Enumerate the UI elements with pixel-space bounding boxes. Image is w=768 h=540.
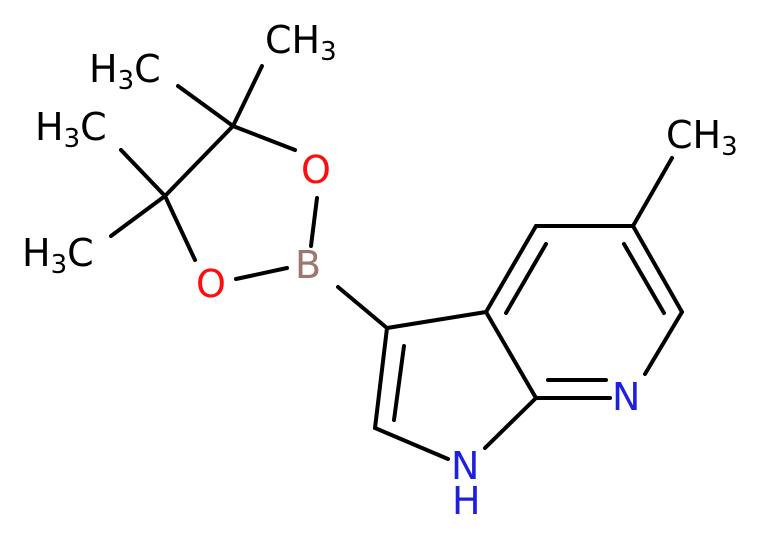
bonds <box>109 64 684 461</box>
methyl-label-top: CH3 <box>265 18 337 67</box>
bond-c2-methyl-lower <box>109 194 167 238</box>
bond-c2p-n1 <box>373 426 450 461</box>
bond-o1-b <box>309 196 319 248</box>
bond-c1-methyl-left <box>176 84 235 128</box>
bond-c3a-c4 <box>484 224 538 314</box>
bond-c5-c6-inner <box>622 242 666 315</box>
bond-c1-c2 <box>163 124 235 198</box>
bond-b-c3 <box>336 285 389 330</box>
oxygen-label-bottom: O <box>196 262 226 306</box>
oxygen-label-top: O <box>301 148 331 192</box>
methyl-label-middle-left: H3C <box>35 105 107 154</box>
bond-n1-c7a <box>483 396 538 450</box>
bond-c1-o1 <box>231 124 297 152</box>
methyl-label-lower-left: H3C <box>22 231 94 280</box>
pyrrole-h-label: H <box>452 479 481 523</box>
bond-c3-c2p <box>373 326 389 430</box>
methyl-label-right: CH3 <box>666 113 738 162</box>
bond-o2-b <box>234 266 289 281</box>
bond-c3-c2p-inner <box>392 344 406 422</box>
atom-labels: CH3 H3C H3C H3C CH3 O O B N N H <box>22 18 738 523</box>
methyl-label-upper-left: H3C <box>89 47 161 96</box>
bond-c3-c3a <box>385 310 488 330</box>
bond-c3a-c7a <box>484 310 538 400</box>
pyridine-nitrogen-label: N <box>612 375 640 419</box>
bond-c5-c6 <box>631 224 684 314</box>
boron-label: B <box>295 243 321 287</box>
bond-c5-methyl <box>631 156 674 228</box>
pyrrole-n-label: N <box>451 444 479 488</box>
bond-c6-n7 <box>643 310 684 376</box>
bond-c2-o2 <box>163 194 197 262</box>
bond-c3a-c4-inner <box>504 242 548 315</box>
bond-c1-methyl-top <box>231 64 264 128</box>
bond-c2-methyl-upper <box>119 148 167 198</box>
